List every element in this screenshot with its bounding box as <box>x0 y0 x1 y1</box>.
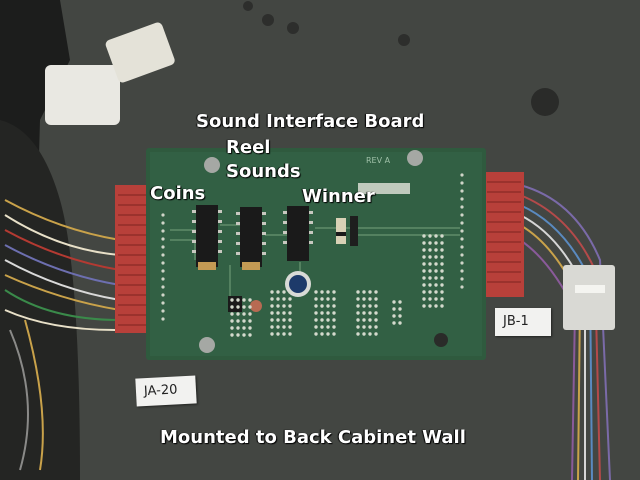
connector-jb <box>484 172 524 297</box>
ic-chip-coins <box>196 205 218 267</box>
board-screw-tl <box>204 157 220 173</box>
caption-winner: Winner <box>302 186 375 207</box>
ic-pins <box>192 210 313 255</box>
white-connector-right <box>105 22 175 83</box>
caption-mounted: Mounted to Back Cabinet Wall <box>160 427 466 448</box>
connector-ja-pins <box>118 194 150 326</box>
board-screw-bl <box>199 337 215 353</box>
board-rev-print: REV A <box>366 156 391 165</box>
connector-jb-pins <box>487 181 521 283</box>
cable-tie-mount <box>563 265 615 330</box>
pcb-pad-grids <box>230 234 444 337</box>
pcb-pin-rows <box>161 173 464 321</box>
ic-chip-reel <box>240 207 262 267</box>
wires-left <box>4 199 121 471</box>
tag-ja: JA-20 <box>135 375 197 407</box>
diode-2 <box>350 216 358 246</box>
transistor <box>228 296 242 312</box>
caption-board-title: Sound Interface Board <box>196 111 425 132</box>
white-connector-left <box>45 65 120 125</box>
caption-reel: Reel <box>226 137 271 158</box>
diode-1 <box>336 218 346 244</box>
cabinet-hole <box>531 88 559 116</box>
board-hole-br <box>434 333 448 347</box>
board-screw-tr <box>407 150 423 166</box>
caption-sounds: Sounds <box>226 161 301 182</box>
ic-chip-winner <box>287 206 309 261</box>
resistor <box>250 300 262 312</box>
caption-coins: Coins <box>150 183 206 204</box>
tag-jb: JB-1 <box>495 308 551 336</box>
